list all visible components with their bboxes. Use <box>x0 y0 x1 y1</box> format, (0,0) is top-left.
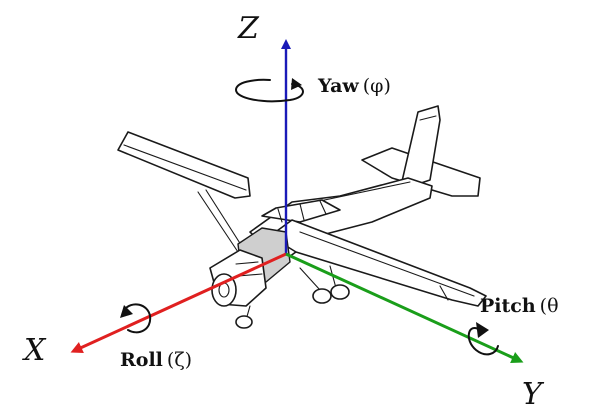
left-wing-strut <box>197 189 244 253</box>
x-axis-label: X <box>22 333 47 368</box>
yaw-rotation-icon <box>234 78 304 103</box>
spinner <box>211 273 237 307</box>
right-wing <box>269 219 487 307</box>
y-axis <box>285 252 524 363</box>
x-axis <box>70 252 287 353</box>
roll-rotation-icon <box>120 303 152 334</box>
pitch-rotation-icon <box>467 322 499 356</box>
y-axis-label: Y <box>522 377 545 412</box>
airplane-drawing <box>117 105 487 329</box>
vertical-fin <box>399 105 441 191</box>
left-wing <box>117 131 251 199</box>
z-axis-label: Z <box>237 11 260 46</box>
yaw-label: Yaw(φ) <box>317 75 391 97</box>
roll-label: Roll(ζ) <box>120 349 192 371</box>
landing-gear <box>235 265 350 329</box>
pitch-label: Pitch(θ <box>480 295 559 317</box>
